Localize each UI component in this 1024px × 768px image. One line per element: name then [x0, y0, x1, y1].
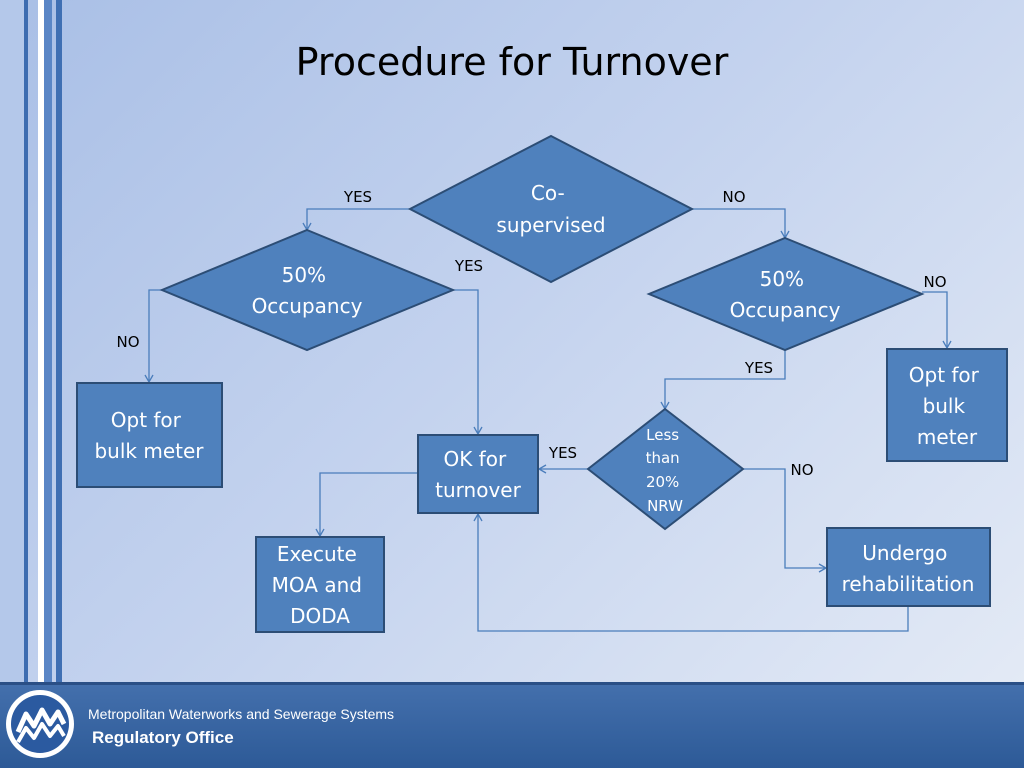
decision-occupancy-right	[646, 236, 925, 352]
execute-moa-label: Execute MOA and DODA	[272, 542, 369, 628]
left-stripe-2	[24, 0, 28, 682]
edge-label-occ-left-yes: YES	[454, 257, 483, 275]
edge-label-occ-left-no: NO	[116, 333, 139, 351]
organization-name: Metropolitan Waterworks and Sewerage Sys…	[88, 706, 395, 722]
connector-nrw-no	[743, 468, 828, 573]
connector-rehab-ok	[473, 512, 909, 632]
edge-label-occ-right-no: NO	[923, 273, 946, 291]
occupancy-right-label: 50% Occupancy	[730, 267, 841, 322]
edge-label-co-no: NO	[722, 188, 745, 206]
connector-occ-right-no	[922, 291, 952, 350]
process-bulk-meter-right	[886, 348, 1008, 462]
connector-co-yes	[302, 208, 410, 232]
ok-turnover-label: OK for turnover	[435, 447, 521, 502]
edge-label-nrw-no: NO	[790, 461, 813, 479]
connector-occ-left-yes	[453, 289, 483, 436]
left-stripe-3	[38, 0, 44, 682]
slide-title: Procedure for Turnover	[295, 40, 729, 84]
connector-ok-execute	[315, 472, 418, 538]
office-name: Regulatory Office	[92, 728, 234, 747]
occupancy-left-label: 50% Occupancy	[252, 263, 363, 318]
edge-label-co-yes: YES	[343, 188, 372, 206]
edge-label-nrw-yes: YES	[548, 444, 577, 462]
edge-label-occ-right-yes: YES	[744, 359, 773, 377]
rehabilitation-label: Undergo rehabilitation	[842, 541, 975, 596]
bulk-meter-left-label: Opt for bulk meter	[94, 408, 204, 463]
bulk-meter-right-label: Opt for bulk meter	[909, 363, 986, 449]
connector-occ-right-yes	[660, 350, 786, 411]
footer-divider	[0, 682, 1024, 685]
flowchart: Co- supervised 50% Occupancy 50% Occupan…	[76, 134, 1008, 633]
process-rehabilitation	[826, 527, 991, 607]
process-ok-turnover	[417, 434, 539, 514]
nrw-label: Less than 20% NRW	[646, 426, 685, 515]
decision-occupancy-left	[159, 228, 456, 352]
footer-bar: Metropolitan Waterworks and Sewerage Sys…	[0, 682, 1024, 768]
process-execute-moa	[255, 536, 385, 633]
process-bulk-meter-left	[76, 382, 223, 488]
mwss-logo-icon	[6, 690, 74, 758]
left-stripe-1	[0, 0, 24, 682]
connector-co-no	[692, 208, 790, 240]
decision-nrw	[586, 407, 745, 531]
decision-co-supervised	[407, 134, 695, 284]
left-stripe-5	[56, 0, 62, 682]
left-stripe-4	[44, 0, 52, 682]
connector-occ-left-no	[144, 289, 162, 384]
co-supervised-label: Co- supervised	[496, 181, 605, 237]
